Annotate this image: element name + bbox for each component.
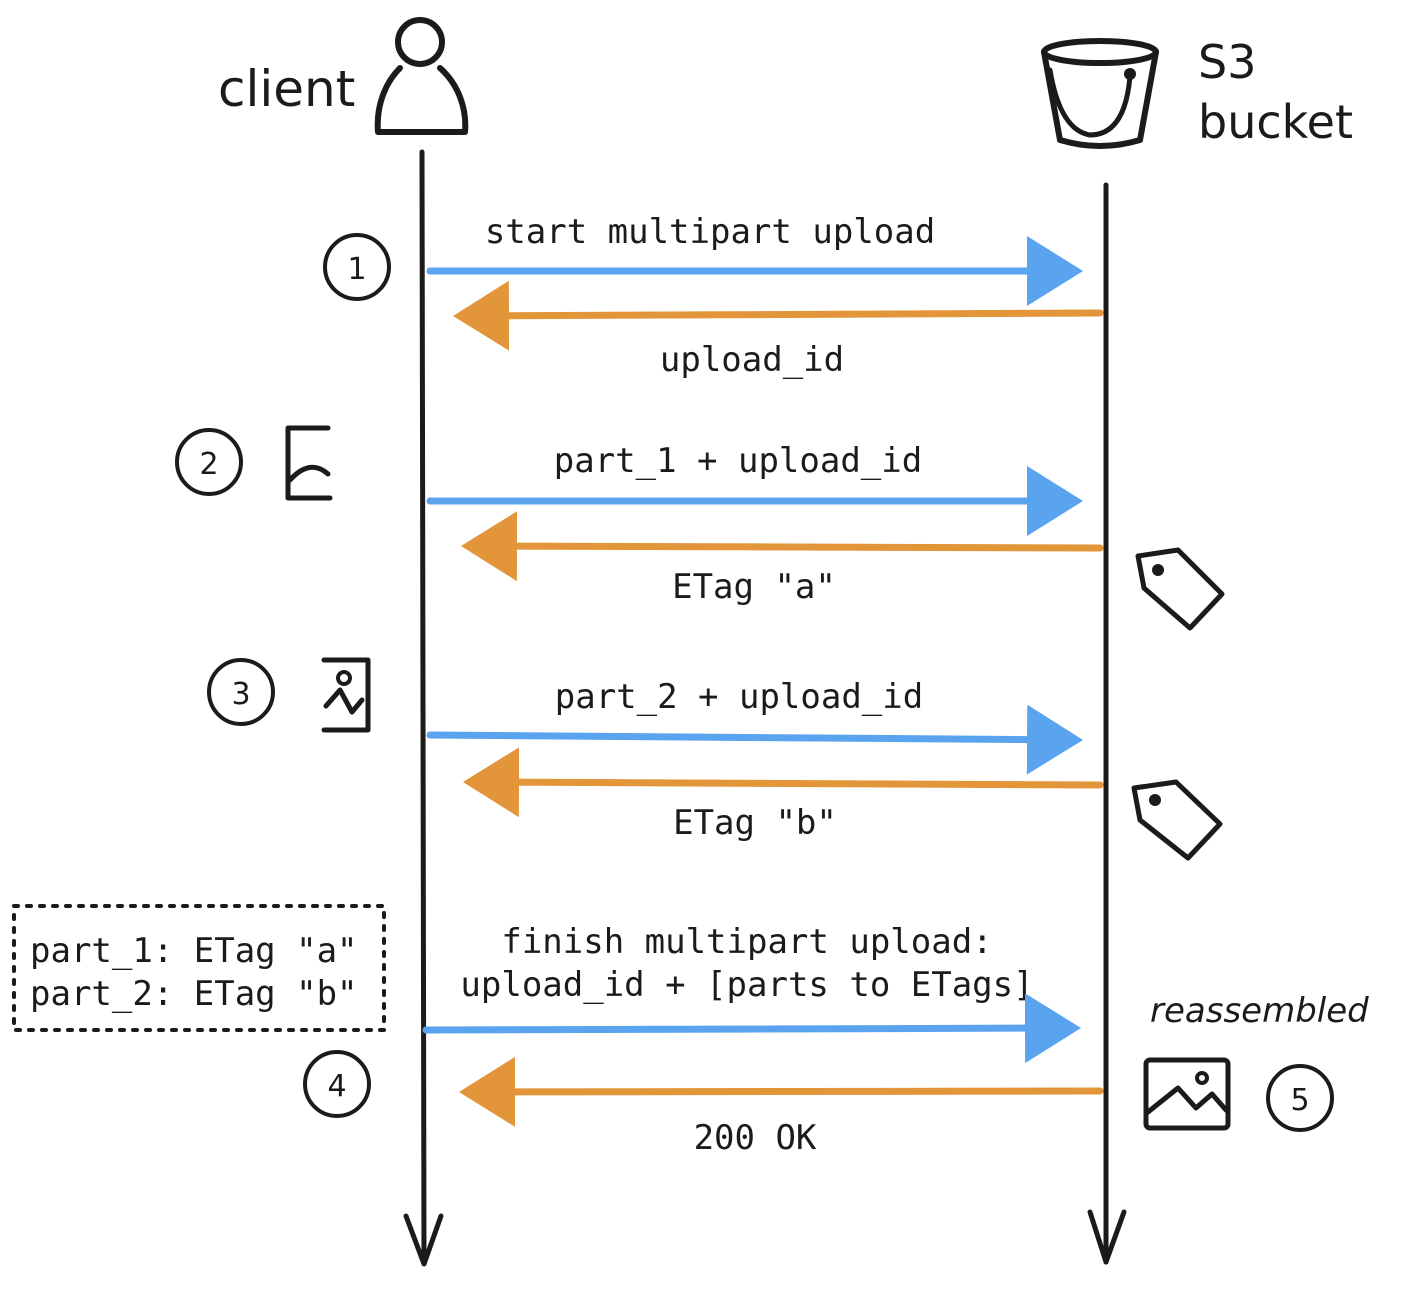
step-4-request-label-line2: upload_id + [parts to ETags] <box>460 965 1033 1005</box>
step-3-marker: 3 <box>207 658 275 726</box>
step-1-marker: 1 <box>323 233 391 301</box>
etag-map-box: part_1: ETag "a" part_2: ETag "b" <box>12 904 386 1032</box>
person-icon <box>374 17 469 135</box>
step-1-request-label: start multipart upload <box>485 212 935 252</box>
bucket-icon <box>1041 38 1159 149</box>
svg-text:3: 3 <box>231 677 250 712</box>
bucket-lifeline <box>1087 182 1127 1265</box>
svg-text:2: 2 <box>199 447 218 482</box>
reassembled-label: reassembled <box>1150 991 1369 1031</box>
step-1-response-label: upload_id <box>660 340 844 380</box>
step-2-request-label: part_1 + upload_id <box>554 441 922 481</box>
etag-a-tag-icon <box>1135 547 1225 631</box>
step-4-request-label-line1: finish multipart upload: <box>501 922 992 962</box>
step-3-response-label: ETag "b" <box>673 803 837 843</box>
svg-text:5: 5 <box>1290 1083 1309 1118</box>
step-3-request-arrow <box>426 704 1083 775</box>
step-3-response-arrow <box>463 747 1104 818</box>
svg-text:1: 1 <box>347 252 366 287</box>
reassembled-image-icon <box>1143 1057 1231 1131</box>
step-4-response-arrow <box>459 1056 1104 1127</box>
step-5-marker: 5 <box>1266 1064 1334 1132</box>
step-4-marker: 4 <box>303 1050 371 1118</box>
step-3-request-label: part_2 + upload_id <box>555 677 923 717</box>
step-2-marker: 2 <box>175 428 243 496</box>
etag-map-line-2: part_2: ETag "b" <box>30 974 358 1014</box>
svg-text:4: 4 <box>327 1069 346 1104</box>
bucket-label-line1: S3 <box>1198 35 1256 89</box>
step-2-response-arrow <box>461 511 1104 582</box>
step-4-request-arrow <box>422 993 1081 1064</box>
etag-b-tag-icon <box>1131 779 1223 861</box>
image-part-1-icon <box>285 425 333 501</box>
step-4-response-label: 200 OK <box>694 1118 817 1158</box>
client-label: client <box>218 60 355 118</box>
bucket-label-line2: bucket <box>1198 95 1353 149</box>
step-1-response-arrow <box>453 280 1104 351</box>
image-part-2-icon <box>321 657 371 733</box>
step-2-response-label: ETag "a" <box>672 567 836 607</box>
etag-map-line-1: part_1: ETag "a" <box>30 931 358 971</box>
client-lifeline <box>403 149 444 1267</box>
